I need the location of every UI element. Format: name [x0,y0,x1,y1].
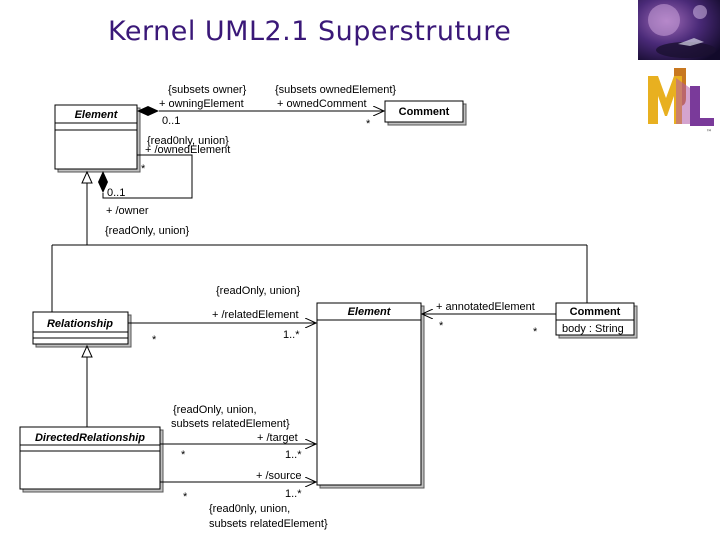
read-only-union-top-label: {read0nly, union} [147,135,229,147]
source-label: + /source [256,470,302,482]
generalization-arrowhead-relationship [81,344,93,358]
relationship-class-name: Relationship [47,318,113,330]
read-only-union-owner-label: {readOnly, union} [105,225,190,237]
directed-relationship-class[interactable]: DirectedRelationship [19,426,164,493]
uml-logo: ™ [646,64,718,138]
owned-element-self-association [98,154,193,199]
owned-element-label: + /ownedElement [145,144,230,156]
multiplicity-0-1-top: 0..1 [162,115,180,127]
generalization-relationship [81,344,93,427]
comment-class-top[interactable]: Comment [384,100,467,126]
owner-label: + /owner [106,205,149,217]
decorative-space-image [638,0,720,60]
multiplicity-star-source: * [183,491,188,503]
comment-class-middle-name: Comment [570,306,621,318]
multiplicity-star-annot-left: * [439,320,444,332]
element-class-middle[interactable]: Element [316,302,425,489]
self-composition-diamond [98,171,108,193]
comment-body-attribute: body : String [562,323,624,335]
annotated-element-label: + annotatedElement [436,301,535,313]
source-constraint-line-1: {read0nly, union, [209,503,290,515]
trademark-mark: ™ [706,129,712,136]
multiplicity-star-self: * [141,163,146,175]
multiplicity-star-rel: * [152,334,157,346]
multiplicity-star-comment: * [366,118,371,130]
generalization-arrowhead [81,170,93,184]
directed-relationship-class-name: DirectedRelationship [35,432,145,444]
read-only-union-related-label: {readOnly, union} [216,285,301,297]
target-label: + /target [257,432,298,444]
multiplicity-1-star-rel: 1..* [283,329,300,341]
multiplicity-1-star-target: 1..* [285,449,302,461]
multiplicity-0-1-self: 0..1 [107,187,125,199]
target-constraint-line-2: subsets relatedElement} [171,418,290,430]
comment-class-top-name: Comment [399,106,450,118]
subsets-owner-label: {subsets owner} [168,84,247,96]
comment-class-middle[interactable]: Comment body : String [555,302,638,339]
owned-comment-label: + ownedComment [277,98,367,110]
element-class-middle-name: Element [348,306,392,318]
owning-element-label: + owningElement [159,98,244,110]
composition-diamond [137,106,159,116]
generalization-tree-element [51,170,588,312]
element-class-top-name: Element [75,109,119,121]
element-class-top[interactable]: Element [54,104,141,173]
relationship-class[interactable]: Relationship [32,311,132,348]
multiplicity-star-annot-right: * [533,326,538,338]
slide-title: Kernel UML2.1 Superstruture [108,16,512,47]
related-element-label: + /relatedElement [212,309,299,321]
owned-comment-association [137,106,384,116]
multiplicity-star-target: * [181,449,186,461]
subsets-owned-element-label: {subsets ownedElement} [275,84,396,96]
source-constraint-line-2: subsets relatedElement} [209,518,328,530]
target-constraint-line-1: {readOnly, union, [173,404,257,416]
multiplicity-1-star-source: 1..* [285,488,302,500]
